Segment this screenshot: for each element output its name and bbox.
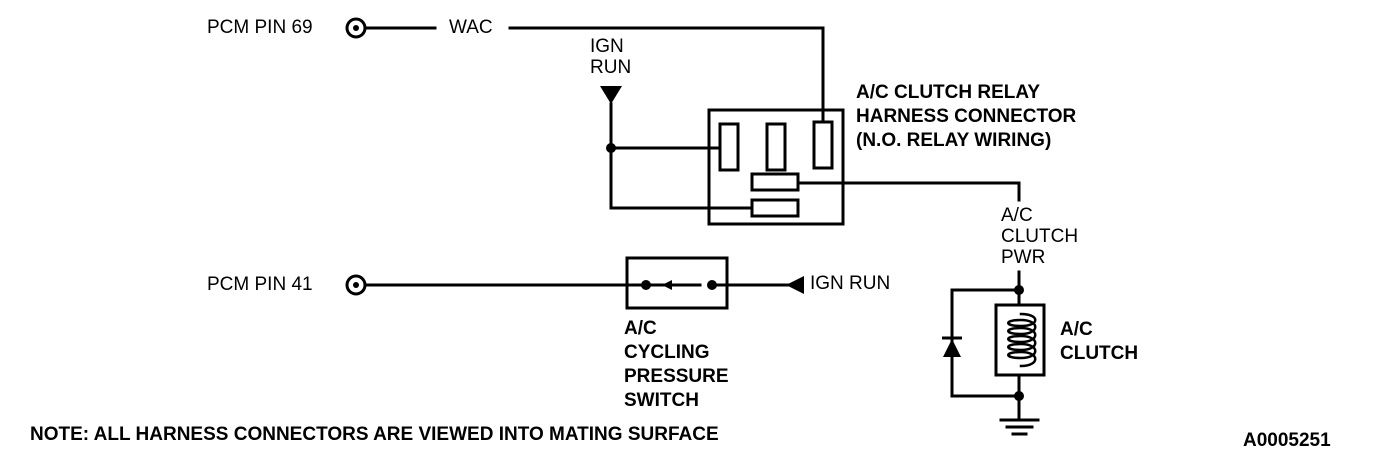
coil-icon [1007,312,1037,368]
ign-junction-dot [606,143,616,153]
wac-label: WAC [449,17,493,38]
ac-clutch-pwr-wire [796,181,1021,202]
switch-contact-left [641,280,651,290]
pcm-pin-69-label: PCM PIN 69 [207,17,313,38]
relay-terminal-upper-flat [750,172,800,192]
note-text: NOTE: ALL HARNESS CONNECTORS ARE VIEWED … [30,424,719,445]
ign-run-right-label: IGN RUN [810,273,891,294]
ign-run-top-arrow-icon [600,86,622,104]
relay-terminal-left [718,122,740,172]
clutch-coil-box [994,303,1046,377]
switch-arrow-icon [662,280,672,290]
clutch-top-junction-dot [1014,285,1024,295]
ign-run-top-label: IGN RUN [590,36,632,78]
figure-id: A0005251 [1243,430,1331,451]
switch-contact-right [707,280,717,290]
ign-run-right-arrow-icon [786,276,804,294]
relay-connector-title: A/C CLUTCH RELAY HARNESS CONNECTOR (N.O.… [856,82,1077,151]
ground-icon [999,418,1040,436]
diode-icon [943,339,961,357]
relay-terminal-center [765,122,787,172]
pcm-pin-41-dot [353,282,359,288]
ign-run-feed-wire [609,102,754,210]
wac-wire [363,26,825,124]
pcm-pin-69-dot [353,25,359,31]
cycling-switch-body [625,256,729,310]
clutch-bottom-junction-dot [1014,391,1024,401]
ac-clutch-label: A/C CLUTCH [1060,319,1139,364]
cycling-switch-label: A/C CYCLING PRESSURE SWITCH [624,318,729,411]
ac-clutch-pwr-label: A/C CLUTCH PWR [1001,205,1079,268]
pcm-pin-41-label: PCM PIN 41 [207,274,313,295]
relay-terminal-lower-flat [750,198,800,218]
relay-connector-body [707,108,845,226]
relay-terminal-right [812,120,834,170]
